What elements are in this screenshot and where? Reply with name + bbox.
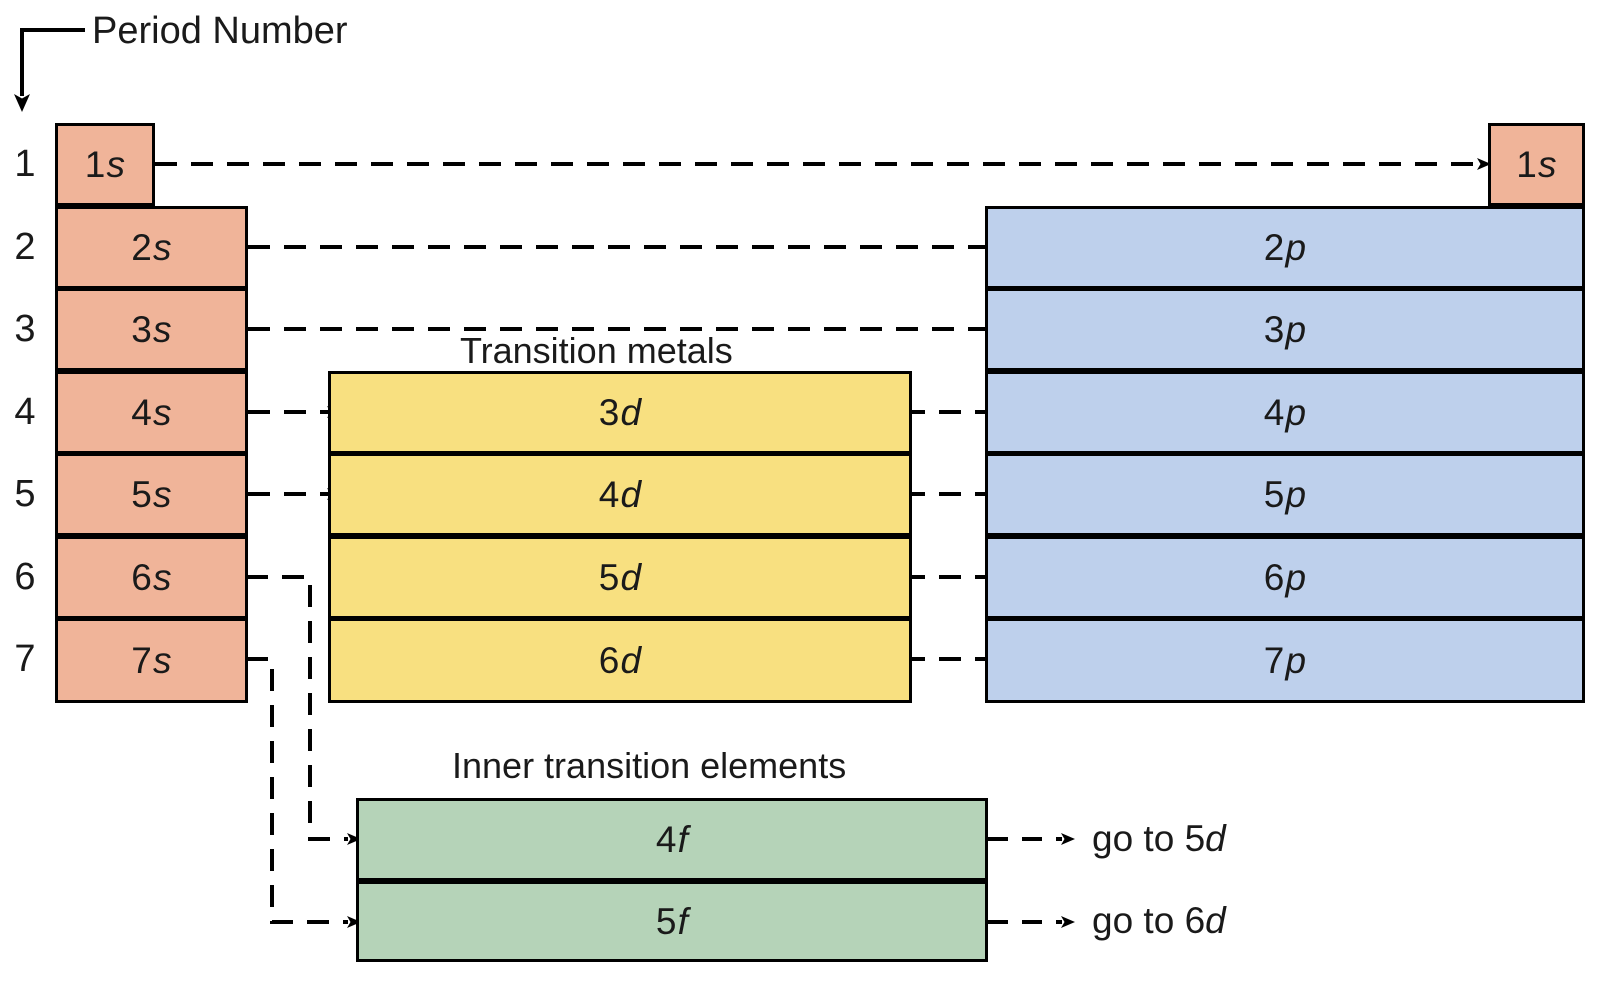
orbital-6d-l: d — [620, 639, 642, 681]
orbital-4s-n: 4 — [131, 391, 153, 433]
orbital-1s-right-n: 1 — [1516, 143, 1538, 185]
orbital-7p-n: 7 — [1263, 639, 1285, 681]
goto-6d-prefix: go to 6 — [1092, 900, 1206, 941]
orbital-5s-l: s — [153, 473, 172, 515]
orbital-5s-n: 5 — [131, 473, 153, 515]
orbital-1s-l: s — [106, 143, 126, 185]
orbital-6s-n: 6 — [131, 556, 153, 598]
orbital-2p-l: p — [1285, 226, 1307, 268]
orbital-3s-l: s — [153, 308, 172, 350]
orbital-4s-l: s — [153, 391, 172, 433]
orbital-4p-n: 4 — [1263, 391, 1285, 433]
orbital-4f-n: 4 — [655, 818, 677, 860]
orbital-5d-l: d — [620, 556, 642, 598]
goto-5d-orbital: d — [1205, 818, 1226, 859]
orbital-4d-l: d — [620, 473, 642, 515]
goto-5d-prefix: go to 5 — [1092, 818, 1206, 859]
goto-6d-orbital: d — [1205, 900, 1226, 941]
orbital-2p-n: 2 — [1263, 226, 1285, 268]
inner-transition-caption: Inner transition elements — [452, 745, 847, 786]
orbital-3d-l: d — [620, 391, 642, 433]
period-number-3: 3 — [14, 308, 36, 350]
orbital-2s-n: 2 — [131, 226, 153, 268]
orbital-4p-l: p — [1285, 391, 1307, 433]
orbital-4f-l: f — [677, 818, 689, 860]
orbital-5d-n: 5 — [598, 556, 620, 598]
period-number-2: 2 — [14, 226, 36, 268]
orbital-5p-n: 5 — [1263, 473, 1285, 515]
orbital-4d-n: 4 — [598, 473, 620, 515]
period-number-pointer — [14, 28, 85, 112]
period-number-label: Period Number — [92, 10, 348, 52]
orbital-3d-n: 3 — [598, 391, 620, 433]
flow-6s-to-4f — [246, 575, 361, 845]
orbital-5f-l: f — [677, 900, 689, 942]
orbital-1s-n: 1 — [84, 143, 106, 185]
flow-7s-to-5f — [246, 657, 361, 928]
goto-6d-label: go to 6d — [1092, 900, 1226, 942]
orbital-6p-l: p — [1285, 556, 1307, 598]
orbital-7s-n: 7 — [131, 639, 153, 681]
orbital-7s-l: s — [153, 639, 172, 681]
transition-metals-caption: Transition metals — [460, 330, 733, 371]
orbital-6s-l: s — [153, 556, 172, 598]
orbital-3s-n: 3 — [131, 308, 153, 350]
period-number-7: 7 — [14, 638, 36, 680]
orbital-5f-n: 5 — [655, 900, 677, 942]
period-number-6: 6 — [14, 556, 36, 598]
orbital-2s-l: s — [153, 226, 172, 268]
orbital-5p-l: p — [1285, 473, 1307, 515]
period-number-1: 1 — [14, 143, 36, 185]
period-number-4: 4 — [14, 391, 36, 433]
orbital-3p-n: 3 — [1263, 308, 1285, 350]
period-number-5: 5 — [14, 473, 36, 515]
orbital-6p-n: 6 — [1263, 556, 1285, 598]
orbital-3p-l: p — [1285, 308, 1307, 350]
orbital-7p-l: p — [1285, 639, 1307, 681]
orbital-1s-right-l: s — [1538, 143, 1557, 185]
orbital-6d-n: 6 — [598, 639, 620, 681]
goto-5d-label: go to 5d — [1092, 818, 1226, 860]
